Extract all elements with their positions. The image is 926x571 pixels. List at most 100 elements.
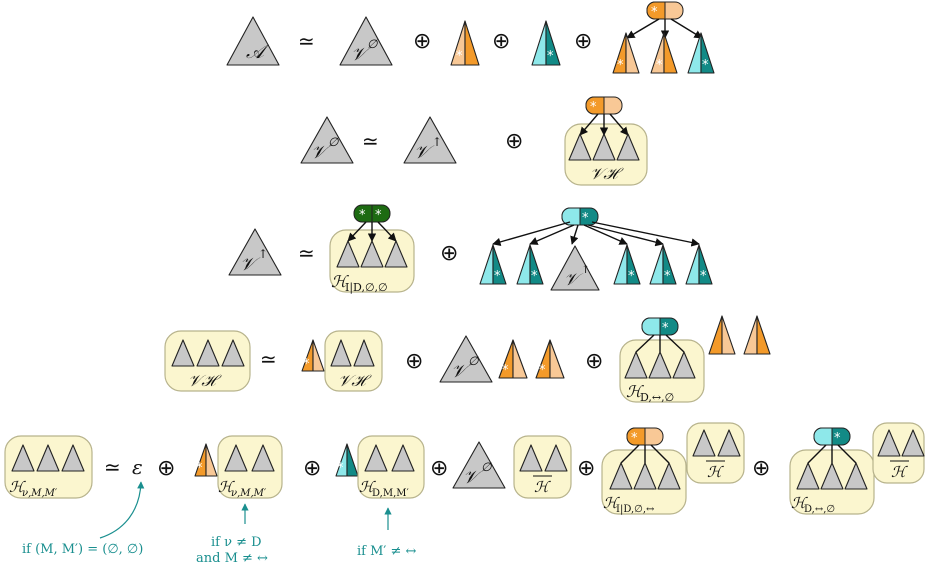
plus-1: ⊕ — [413, 29, 431, 54]
svg-text:*: * — [303, 357, 310, 372]
condition-1: if (M, M′) = (∅, ∅) — [22, 542, 143, 557]
conditions-annotations: if (M, M′) = (∅, ∅) if ν ≠ D and M ≠ ↔ i… — [22, 481, 417, 566]
svg-text:*: * — [702, 58, 709, 73]
plus-6: ⊕ — [405, 349, 423, 374]
svg-text:ℋ: ℋ — [791, 494, 808, 512]
VH-box-lhs: 𝒱ℋ — [164, 330, 251, 392]
row-5-H-decomposition: ℋ ν,M,M′ ≃ ε ⊕ * ℋ ν,M,M′ ⊕ * ℋ D,M,M′ ⊕… — [4, 422, 925, 515]
H-D-lr-tree-row5: * ℋ D,↔,∅ — [789, 427, 875, 515]
svg-text:ℋ: ℋ — [707, 463, 724, 481]
plus-5: ⊕ — [440, 241, 458, 266]
svg-text:↑: ↑ — [258, 247, 268, 261]
H-D-lr-tree: * ℋ D,↔,∅ — [619, 317, 705, 404]
H-nu-box-rhs: ℋ ν,M,M′ — [217, 435, 283, 499]
triangle-V-up-lhs — [228, 228, 282, 276]
row-2-V-empty-decomposition: 𝒱 ∅ ≃ 𝒱 ↑ ⊕ * 𝒱ℋ — [300, 96, 648, 186]
ternary-root-tree: * * * * — [612, 1, 715, 74]
VH-rooted-tree: * 𝒱ℋ — [564, 96, 648, 186]
H-D-M-box: ℋ D,M,M′ — [357, 435, 425, 499]
svg-text:𝒱ℋ: 𝒱ℋ — [590, 164, 624, 183]
svg-text:ℋ: ℋ — [359, 478, 376, 496]
plus-8: ⊕ — [157, 456, 175, 481]
svg-text:*: * — [502, 363, 509, 378]
svg-text:*: * — [196, 461, 203, 476]
iso-5: ≃ — [104, 455, 121, 479]
teal-star-tree: * — [531, 20, 561, 66]
triangle-V-empty-row5 — [452, 441, 506, 489]
iso-1: ≃ — [298, 29, 315, 53]
triangle-V-empty — [339, 16, 393, 66]
condition-2-line2: and M ≠ ↔ — [196, 551, 268, 566]
svg-text:*: * — [582, 211, 589, 226]
svg-text:*: * — [664, 269, 671, 284]
plus-7: ⊕ — [585, 349, 603, 374]
H-I-D-lr-tree: * ℋ I|D,∅,↔ — [601, 427, 687, 515]
svg-text:*: * — [456, 49, 463, 64]
svg-text:ℋ: ℋ — [603, 494, 620, 512]
svg-text:ℋ: ℋ — [218, 478, 235, 496]
svg-text:D,↔,∅: D,↔,∅ — [804, 504, 835, 515]
svg-text:*: * — [631, 431, 638, 446]
H-nu-box-lhs: ℋ ν,M,M′ — [4, 435, 93, 499]
VH-box-rhs: 𝒱ℋ — [324, 330, 383, 392]
plus-4: ⊕ — [505, 129, 523, 154]
condition-2-line1: if ν ≠ D — [211, 535, 262, 550]
epsilon: ε — [132, 455, 143, 479]
svg-text:*: * — [359, 208, 366, 223]
svg-text:*: * — [700, 269, 707, 284]
svg-text:ℋ: ℋ — [626, 382, 644, 401]
row-3-V-up-decomposition: 𝒱 ↑ ≃ * * ℋ I|D,∅,∅ ⊕ * — [228, 204, 713, 295]
triangle-V-empty-row4 — [439, 335, 493, 383]
orange-teal-small-tree: * — [301, 339, 325, 372]
svg-text:𝒱ℋ: 𝒱ℋ — [188, 371, 222, 390]
row-4-VH-decomposition: 𝒱ℋ ≃ * 𝒱ℋ ⊕ 𝒱 ∅ * * ⊕ * — [164, 315, 771, 404]
svg-text:ℋ: ℋ — [891, 463, 908, 481]
H-bar-box-3: ℋ — [872, 422, 925, 484]
svg-text:*: * — [337, 461, 344, 476]
svg-text:ν,M,M′: ν,M,M′ — [231, 488, 267, 499]
H-bar-box-2: ℋ — [686, 422, 745, 484]
svg-text:∅: ∅ — [481, 460, 492, 474]
svg-text:↑: ↑ — [432, 135, 442, 149]
plus-12: ⊕ — [752, 456, 770, 481]
plus-2: ⊕ — [492, 29, 510, 54]
plus-3: ⊕ — [574, 29, 592, 54]
teal-root-wide-tree: * * * 𝒱 ↑ * * * — [479, 207, 713, 291]
svg-text:∅: ∅ — [468, 354, 479, 368]
svg-text:I|D,∅,↔: I|D,∅,↔ — [616, 504, 655, 515]
svg-text:*: * — [539, 363, 546, 378]
symbol-V-empty-sup: ∅ — [367, 37, 378, 51]
svg-text:*: * — [547, 49, 554, 64]
svg-text:ℋ: ℋ — [9, 478, 26, 496]
plus-10: ⊕ — [430, 456, 448, 481]
iso-2: ≃ — [362, 129, 379, 153]
triangle-V-up — [403, 116, 457, 164]
svg-text:D,↔,∅: D,↔,∅ — [640, 391, 674, 404]
svg-text:ν,M,M′: ν,M,M′ — [22, 488, 58, 499]
iso-4: ≃ — [260, 347, 277, 371]
svg-text:I|D,∅,∅: I|D,∅,∅ — [345, 281, 388, 295]
svg-text:*: * — [375, 208, 382, 223]
svg-text:*: * — [834, 431, 841, 446]
svg-text:D,M,M′: D,M,M′ — [372, 488, 409, 499]
svg-text:∅: ∅ — [328, 135, 339, 149]
svg-text:*: * — [662, 321, 669, 336]
iso-3: ≃ — [298, 241, 315, 265]
svg-text:*: * — [494, 269, 501, 284]
plus-11: ⊕ — [577, 456, 595, 481]
triangle-V-empty-lhs — [300, 116, 354, 164]
svg-text:*: * — [617, 58, 624, 73]
triangle-A — [226, 16, 280, 66]
svg-text:↑: ↑ — [581, 263, 590, 276]
H-I-D-tree: * * ℋ I|D,∅,∅ — [329, 204, 415, 295]
svg-text:ℋ: ℋ — [534, 478, 551, 496]
svg-text:*: * — [656, 58, 663, 73]
svg-text:*: * — [590, 100, 597, 115]
svg-text:*: * — [628, 269, 635, 284]
orange-star-tree: * — [450, 20, 480, 66]
svg-text:*: * — [531, 269, 538, 284]
plus-9: ⊕ — [303, 456, 321, 481]
row-1-A-decomposition: 𝒜 ≃ 𝒱 ∅ ⊕ * ⊕ * ⊕ * * — [226, 1, 715, 74]
H-bar-box-1: ℋ — [513, 435, 572, 499]
